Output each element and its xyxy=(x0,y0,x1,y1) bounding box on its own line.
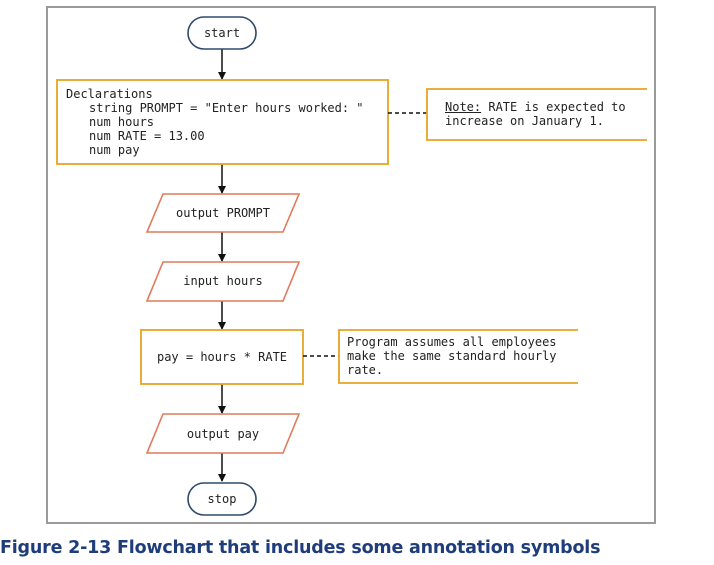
stop-terminal xyxy=(187,482,257,516)
declaration-line: num pay xyxy=(89,143,140,157)
assumption-annotation-bracket xyxy=(338,329,578,384)
assumption-line: Program assumes all employees xyxy=(347,335,557,349)
output-prompt-label: output PROMPT xyxy=(176,206,270,220)
note-label: Note: xyxy=(445,100,482,114)
output-pay-label: output pay xyxy=(186,427,260,441)
stop-label: stop xyxy=(207,492,237,506)
declaration-line: num RATE = 13.00 xyxy=(89,129,205,143)
note-annotation-line1: Note: RATE is expected to xyxy=(445,100,626,114)
note-text: RATE is expected to xyxy=(481,100,626,114)
declaration-line: string PROMPT = "Enter hours worked: " xyxy=(89,101,364,115)
figure-frame xyxy=(46,6,656,524)
pay-process-label: pay = hours * RATE xyxy=(156,350,288,364)
assumption-line: rate. xyxy=(347,363,384,377)
output-prompt-parallelogram xyxy=(145,193,301,233)
figure-caption: Figure 2-13 Flowchart that includes some… xyxy=(0,538,714,558)
start-label: start xyxy=(203,26,241,40)
start-terminal xyxy=(187,16,257,50)
input-hours-parallelogram xyxy=(145,261,301,302)
declarations-header: Declarations xyxy=(66,87,153,101)
note-annotation-line2: increase on January 1. xyxy=(445,114,604,128)
pay-process-box xyxy=(140,329,304,385)
input-hours-label: input hours xyxy=(183,274,263,288)
declarations-box xyxy=(56,79,389,165)
assumption-line: make the same standard hourly xyxy=(347,349,557,363)
note-annotation-bracket xyxy=(426,88,647,141)
figure-caption-text: Flowchart that includes some annotation … xyxy=(111,538,601,558)
declaration-line: num hours xyxy=(89,115,155,129)
figure-number: Figure 2-13 xyxy=(0,538,112,558)
output-pay-parallelogram xyxy=(145,413,301,454)
